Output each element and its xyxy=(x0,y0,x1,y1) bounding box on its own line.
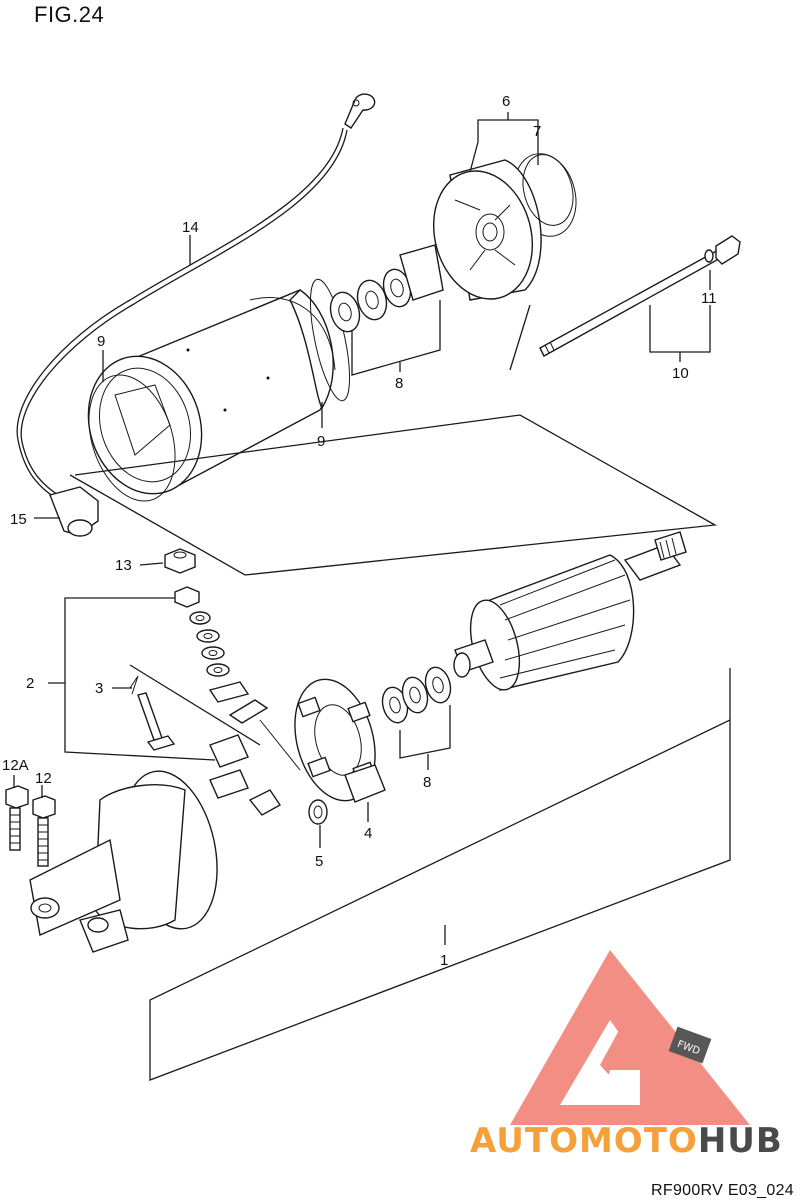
bolt-12A xyxy=(5,785,29,851)
yoke-housing xyxy=(87,289,336,495)
callout-12A: 12A xyxy=(2,757,29,774)
rear-cover xyxy=(432,153,577,301)
watermark-logo: FWD xyxy=(510,950,750,1125)
terminal-bolt xyxy=(129,675,176,751)
callout-12: 12 xyxy=(35,770,52,787)
figure-title: FIG.24 xyxy=(34,2,105,27)
callout-8-lower: 8 xyxy=(423,774,431,791)
through-bolt xyxy=(539,235,741,357)
fwd-badge xyxy=(668,1026,712,1064)
watermark-brand: AUTOMOTOHUB xyxy=(470,1121,783,1161)
callout-9-front: 9 xyxy=(97,333,105,350)
brush-holder xyxy=(248,678,386,816)
callout-3: 3 xyxy=(95,680,103,697)
washer-set-upper xyxy=(329,244,444,333)
grommet xyxy=(49,486,99,537)
callout-5: 5 xyxy=(315,853,323,870)
bolt-12 xyxy=(32,795,56,867)
callout-8-upper: 8 xyxy=(395,375,403,392)
o-ring-rear xyxy=(309,278,351,402)
washer-set-lower xyxy=(381,666,452,724)
wire-lead xyxy=(16,93,376,501)
watermark-brand-a: AUTOMOTO xyxy=(470,1121,698,1161)
terminal-nut-stack xyxy=(164,548,230,677)
figure-code: RF900RV E03_024 xyxy=(651,1182,794,1199)
armature xyxy=(453,531,687,691)
callout-15: 15 xyxy=(10,511,27,528)
callout-7: 7 xyxy=(533,123,541,140)
callout-13: 13 xyxy=(115,557,132,574)
callout-2: 2 xyxy=(26,675,34,692)
callout-11: 11 xyxy=(701,290,717,307)
front-housing xyxy=(29,770,218,953)
o-ring-front xyxy=(88,374,176,502)
o-ring-cover xyxy=(522,154,574,226)
bearing xyxy=(308,799,328,825)
callout-14: 14 xyxy=(182,219,199,236)
watermark-brand-b: HUB xyxy=(698,1121,783,1161)
terminal-set xyxy=(208,681,301,799)
callout-6: 6 xyxy=(502,93,510,110)
callout-labels: 14 6 7 9 9 8 11 10 15 13 2 3 12A 12 8 4 … xyxy=(2,93,717,969)
callout-1: 1 xyxy=(440,952,448,969)
leader-lines xyxy=(13,112,731,1081)
callout-9-rear: 9 xyxy=(317,433,325,450)
callout-4: 4 xyxy=(364,825,372,842)
callout-10: 10 xyxy=(672,365,689,382)
